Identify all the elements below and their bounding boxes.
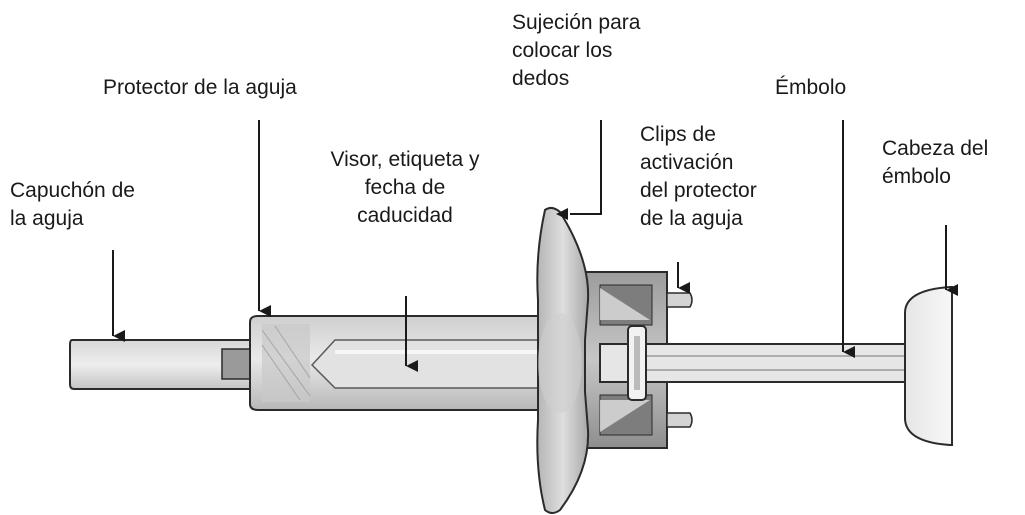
label-viewing-window: Visor, etiqueta y fecha de caducidad — [330, 148, 480, 227]
label-needle-guard: Protector de la aguja — [103, 76, 297, 99]
arrow-finger-grip — [570, 120, 602, 215]
plunger-head — [904, 286, 953, 446]
finger-grip — [536, 206, 590, 514]
guard-clip-bottom — [666, 412, 693, 428]
label-plunger-head: Cabeza del émbolo — [882, 137, 989, 188]
label-plunger: Émbolo — [775, 76, 847, 99]
label-finger-grip: Sujeción para colocar los dedos — [512, 11, 641, 90]
needle-cap — [69, 339, 253, 390]
viewing-window — [310, 339, 546, 389]
needle-guard-barrel — [249, 315, 561, 411]
callout-arrows — [112, 120, 958, 372]
label-guard-activation-clips: Clips de activación del protector de la … — [640, 123, 757, 230]
guard-clip-top — [666, 292, 693, 308]
label-needle-cap: Capuchón de la aguja — [10, 179, 135, 230]
plunger-rod — [599, 325, 913, 401]
